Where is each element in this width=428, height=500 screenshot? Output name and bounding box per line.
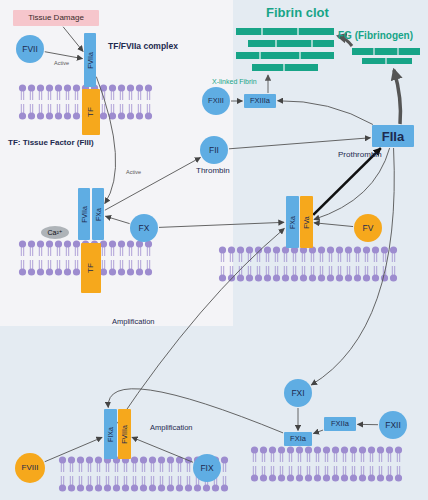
cofactor-circle: FV (354, 214, 382, 242)
node-text: FVIIIa (121, 425, 128, 444)
activation-arrow (298, 408, 299, 431)
activation-arrow (159, 222, 284, 227)
cofactor-bar: TF (81, 243, 101, 293)
factor-circle: FXIII (202, 87, 230, 115)
node-text: FVIIa (81, 206, 88, 223)
activation-arrow (277, 101, 372, 125)
activation-arrow (108, 389, 283, 433)
pathway-label: Amplification (150, 424, 193, 432)
factor-bar: FVIIa (84, 33, 96, 87)
activation-arrow (231, 101, 243, 102)
node-text: FVa (302, 216, 309, 228)
node-text: FXIII (208, 97, 224, 105)
activation-arrow (45, 52, 83, 59)
name-label: Prothrombin (338, 151, 382, 160)
factor-bar: FIXa (104, 409, 117, 459)
node-text: FXIIa (331, 420, 349, 428)
activation-arrow (311, 148, 394, 385)
node-text: FV (363, 224, 374, 233)
factor-circle: FXI (284, 379, 312, 407)
factor-circle: FIX (193, 454, 221, 482)
node-text: TF (87, 263, 95, 273)
thrombin-to-fibrinogen-arrow (394, 70, 401, 124)
activation-arrow (313, 430, 323, 433)
factor-circle: FII (200, 136, 228, 164)
factor-circle: FXII (379, 411, 407, 439)
factor-circle: FVII (16, 35, 44, 63)
left-panel (0, 0, 233, 326)
node-text: FXIIIa (250, 97, 270, 105)
node-text: FXI (291, 389, 304, 398)
node-text: FXIa (290, 435, 306, 443)
cofactor-bar: FVIIIa (118, 409, 131, 459)
activation-arrow (357, 424, 378, 425)
node-text: FIIa (382, 130, 404, 143)
node-text: FXa (95, 208, 102, 221)
action-label: Active (126, 169, 141, 175)
fibrinogen (352, 48, 420, 64)
factor-bar: FVIIa (78, 188, 90, 240)
cofactor-bar: TF (82, 89, 100, 135)
node-text: FIX (200, 464, 213, 473)
node-text: Tissue Damage (28, 14, 84, 22)
activation-arrow (105, 216, 129, 223)
node-text: Ca²⁺ (48, 229, 63, 236)
factor-bar: FXa (92, 188, 104, 240)
factor-bar: FXa (286, 196, 299, 248)
node-text: FVIIa (87, 52, 94, 69)
name-label: Thrombin (196, 167, 230, 176)
activation-arrow (132, 437, 193, 462)
node-text: FIXa (107, 427, 114, 442)
factor-box: FXIIa (324, 417, 356, 431)
product-label: Fibrin clot (266, 6, 329, 20)
action-label: Active (54, 60, 69, 66)
factor-box: FXIa (284, 432, 312, 446)
cofactor-circle: FVIII (15, 453, 45, 483)
activation-arrow (314, 148, 390, 220)
thrombin-box: FIIa (372, 125, 414, 147)
complex-label: TF/FVIIa complex (108, 42, 178, 51)
node-text: FII (209, 146, 219, 155)
node-text: FXII (385, 421, 401, 430)
pathway-label: Amplification (112, 318, 155, 326)
cofactor-bar: FVa (300, 196, 313, 248)
activation-arrow (229, 138, 371, 149)
substrate-label: FG (Fibrinogen) (338, 30, 413, 41)
fibrin-clot (236, 28, 334, 71)
product-label: X-linked Fibrin (212, 78, 257, 86)
activation-arrow (45, 437, 102, 461)
activation-arrow (105, 157, 201, 210)
node-text: FVIII (22, 464, 39, 472)
activation-arrow (314, 223, 353, 227)
stimulus-box: Tissue Damage (13, 10, 99, 26)
node-text: FXa (289, 216, 296, 229)
factor-box: FXIIIa (244, 94, 276, 108)
node-text: TF (87, 107, 95, 117)
definition-label: TF: Tissue Factor (FIII) (8, 139, 94, 148)
node-text: FVII (22, 45, 38, 54)
factor-circle: FX (130, 214, 158, 242)
node-text: FX (139, 224, 150, 233)
activation-arrow (63, 27, 83, 52)
crosslink-arrow (268, 75, 269, 93)
ion-oval: Ca²⁺ (41, 226, 69, 239)
